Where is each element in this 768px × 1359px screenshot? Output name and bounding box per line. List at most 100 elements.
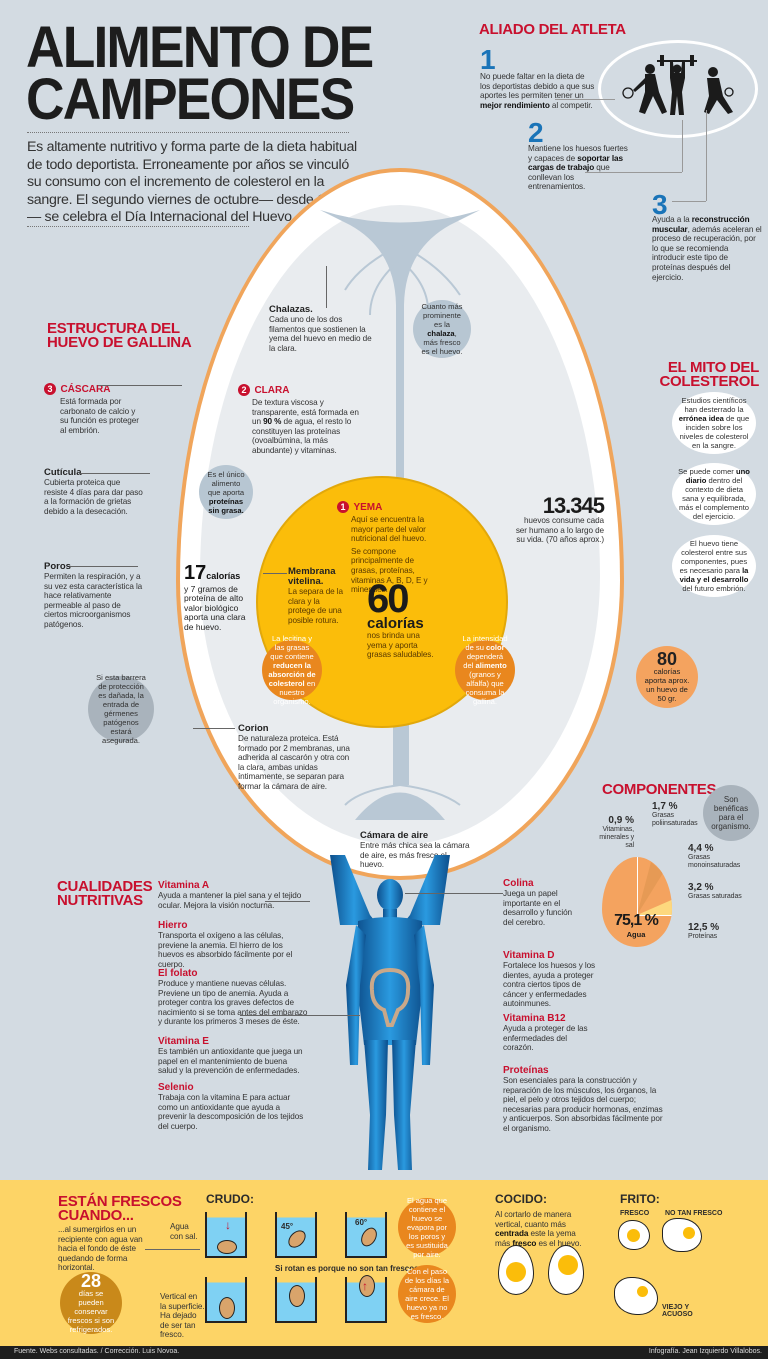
- myth-bubble-1: Estudios científicos han desterrado la e…: [672, 392, 756, 454]
- poros-block: Poros Permiten la respiración, y a su ve…: [44, 561, 144, 630]
- component-mono: 4,4 % Grasas monoinsaturadas: [688, 843, 748, 870]
- clara-text: De textura viscosa y transparente, está …: [252, 398, 359, 427]
- nutrient-name: Colina: [503, 878, 534, 889]
- leader-line: [672, 201, 706, 202]
- clara-cal-unit: calorías: [206, 571, 241, 581]
- component-label: Grasas poliinsaturadas: [652, 812, 698, 827]
- pie-divider: [637, 857, 638, 915]
- fresh-section-title: ESTÁN FRESCOS CUANDO...: [58, 1193, 182, 1224]
- page-title: ALIMENTO DE CAMPEONES: [26, 19, 374, 129]
- yema-text: Se compone principalmente de grasas, pro…: [351, 546, 428, 595]
- component-proteins: 12,5 % Proteínas: [688, 922, 748, 941]
- athlete-num-1: 1: [480, 44, 496, 75]
- component-label: Grasas monoinsaturadas: [688, 854, 741, 869]
- chalaza-icon: [320, 210, 480, 820]
- yema-label: YEMA: [353, 502, 383, 513]
- athlete-text: Ayuda a la: [652, 215, 692, 224]
- athlete-text: No puede faltar en la dieta de los depor…: [480, 72, 595, 101]
- poros-label: Poros: [44, 561, 71, 572]
- bubble-text: Es el único alimento que aporta: [207, 469, 245, 497]
- title-line: NUTRITIVAS: [57, 892, 143, 909]
- nutrient-text: Trabaja con la vitamina E para actuar co…: [158, 1093, 304, 1131]
- egg-cal-number: 80: [656, 649, 678, 669]
- component-poly: 1,7 % Grasas poliinsaturadas: [652, 801, 702, 828]
- bubble-text: El huevo tiene colesterol entre sus comp…: [679, 539, 748, 575]
- chalazas-block: Chalazas. Cada uno de los dos filamentos…: [269, 304, 379, 353]
- clara-cal-number: 17: [184, 562, 207, 584]
- athlete-text: Mantiene los huesos fuertes y capaces de: [528, 144, 628, 163]
- yema-text: Aquí se encuentra la mayor parte del val…: [351, 515, 427, 544]
- nutrient-text: Es también un antioxidante que juega un …: [158, 1047, 303, 1076]
- athletes-silhouette-icon: [622, 55, 734, 115]
- title-line: HUEVO DE GALLINA: [47, 334, 192, 351]
- beneficial-bubble: Son benéficas para el organismo.: [703, 785, 759, 841]
- component-label: Proteínas: [688, 933, 718, 940]
- nutrient-vitamina-a: Vitamina A Ayuda a mantener la piel sana…: [158, 880, 308, 910]
- nutrient-name: Proteínas: [503, 1065, 549, 1076]
- title-line: ESTÁN FRESCOS: [58, 1193, 182, 1210]
- component-value: 1,7 %: [652, 801, 678, 812]
- nutrient-name: Vitamina B12: [503, 1013, 566, 1024]
- corion-label: Corion: [238, 723, 269, 734]
- nutrient-colina: Colina Juega un papel importante en el d…: [503, 878, 573, 927]
- leader-line: [585, 172, 682, 173]
- nutrient-name: Hierro: [158, 920, 188, 931]
- athlete-text: al competir.: [549, 100, 593, 110]
- title-line: CUANDO...: [58, 1207, 134, 1224]
- consumption-text: huevos consume cada ser humano a lo larg…: [515, 516, 604, 545]
- cuticula-text: Cubierta proteica que resiste 4 días par…: [44, 478, 143, 516]
- corion-text: De naturaleza proteica. Está formado por…: [238, 734, 350, 791]
- component-value: 4,4 %: [688, 843, 714, 854]
- bubble-bold: uno diario: [685, 467, 750, 485]
- fried-notfresh-label: NO TAN FRESCO: [665, 1210, 723, 1217]
- barrier-bubble: Si esta barrera de protección es dañada,…: [88, 673, 154, 745]
- fried-egg-notfresh: [662, 1218, 702, 1252]
- glass-4: [205, 1277, 247, 1323]
- camara-text: Entre más chica sea la cámara de aire, e…: [360, 841, 470, 870]
- raw-title: CRUDO:: [206, 1192, 254, 1206]
- nutrient-vitamina-e: Vitamina E Es también un antioxidante qu…: [158, 1036, 308, 1076]
- structure-section-title: ESTRUCTURA DEL HUEVO DE GALLINA: [47, 321, 192, 351]
- aircell-bubble: Con el paso de los días la cámara de air…: [398, 1265, 456, 1323]
- evaporation-bubble: El agua que contiene el huevo se evapora…: [398, 1196, 456, 1259]
- nutrient-proteinas: Proteínas Son esenciales para la constru…: [503, 1065, 668, 1134]
- nutrient-selenio: Selenio Trabaja con la vitamina E para a…: [158, 1082, 308, 1131]
- glass-6: ↑: [345, 1275, 387, 1323]
- title-line: CUALIDADES: [57, 878, 153, 895]
- glass-2: 45°: [275, 1212, 317, 1258]
- divider: [27, 226, 249, 227]
- protein-bubble: Es el único alimento que aporta proteína…: [199, 465, 253, 519]
- nutrient-text: Fortalece los huesos y los dientes, ayud…: [503, 961, 596, 1009]
- consumption-number: 13.345: [542, 493, 605, 518]
- leader-line: [98, 385, 182, 386]
- days-bubble: 28 días se pueden conservar frescos si s…: [60, 1272, 122, 1334]
- myth-section-title: EL MITO DEL COLESTEROL: [655, 360, 759, 389]
- fried-fresh-label: FRESCO: [620, 1210, 650, 1217]
- leader-line: [145, 1249, 200, 1250]
- cooked-text-part: es el huevo.: [536, 1238, 582, 1248]
- consumption-stat: 13.345 huevos consume cada ser humano a …: [512, 493, 605, 545]
- corion-block: Corion De naturaleza proteica. Está form…: [238, 723, 353, 792]
- cooked-text: Al cortarlo de manera vertical, cuanto m…: [495, 1210, 590, 1248]
- cooked-bold: centrada: [495, 1229, 529, 1239]
- leader-line: [265, 901, 310, 902]
- nutrient-name: Vitamina D: [503, 950, 555, 961]
- cuticula-label: Cutícula: [44, 467, 82, 478]
- bubble-text: del futuro embrión.: [682, 584, 746, 593]
- nutrient-text: Ayuda a mantener la piel sana y el tejid…: [158, 891, 302, 910]
- bubble-text: Estudios científicos han desterrado la: [681, 396, 747, 414]
- days-text: días se pueden conservar frescos si son …: [67, 1288, 115, 1334]
- cascara-text: Está formada por carbonato de calcio y s…: [60, 397, 139, 435]
- glass-3: 60°: [345, 1212, 387, 1258]
- fried-old-label: VIEJO Y ACUOSO: [662, 1304, 693, 1318]
- down-arrow-icon: ↓: [225, 1218, 231, 1232]
- divider: [27, 132, 349, 133]
- bubble-text: Cuanto más prominente es la: [421, 302, 463, 329]
- cooked-text-part: Al cortarlo de manera vertical, cuanto m…: [495, 1210, 572, 1229]
- clara-label: CLARA: [254, 385, 290, 396]
- bubble-bold: proteínas sin grasa.: [208, 496, 244, 515]
- components-title: COMPONENTES: [602, 781, 717, 798]
- egg-icon: [359, 1275, 375, 1297]
- clara-block: 2 CLARA De textura viscosa y transparent…: [238, 380, 359, 456]
- cooked-title: COCIDO:: [495, 1192, 547, 1206]
